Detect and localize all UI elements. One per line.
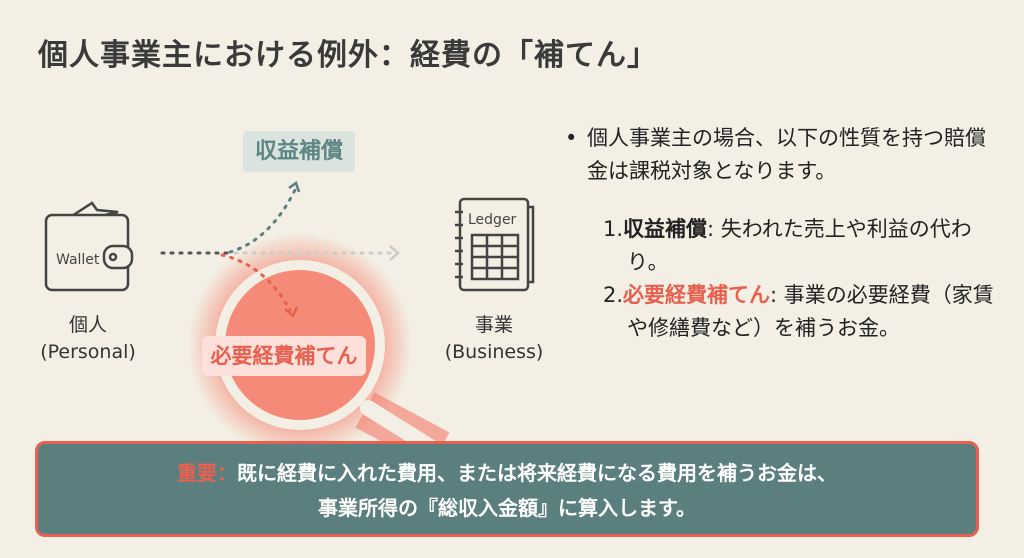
- intro-text: 個人事業主の場合、以下の性質を持つ賠償金は課税対象となります。: [587, 126, 986, 183]
- ledger-icon: [455, 197, 535, 292]
- expense-arrow: [220, 253, 292, 312]
- diagram: Wallet Ledger: [44, 180, 535, 450]
- page-title: 個人事業主における例外：経費の「補てん」: [38, 38, 658, 73]
- expense-compensation-label: 必要経費補てん: [202, 336, 366, 376]
- ledger-text: Ledger: [468, 212, 517, 228]
- revenue-arrow: [228, 188, 297, 254]
- personal-label: 個人(Personal): [40, 314, 136, 363]
- wallet-icon: [44, 201, 134, 292]
- arrow-icon: [389, 245, 400, 261]
- list-item: 2.必要経費補てん: 事業の必要経費（家賃や修繕費など）を補うお金。: [603, 283, 994, 340]
- business-label: 事業(Business): [444, 314, 544, 363]
- revenue-compensation-label: 収益補償: [243, 131, 355, 172]
- list-item: 1.収益補償: 失われた売上や利益の代わり。: [603, 217, 972, 274]
- explanation-list: •個人事業主の場合、以下の性質を持つ賠償金は課税対象となります。 1.収益補償:…: [565, 122, 995, 345]
- important-note: 重要：既に経費に入れた費用、または将来経費になる費用を補うお金は、 事業所得の『…: [35, 441, 979, 537]
- wallet-text: Wallet: [56, 252, 100, 268]
